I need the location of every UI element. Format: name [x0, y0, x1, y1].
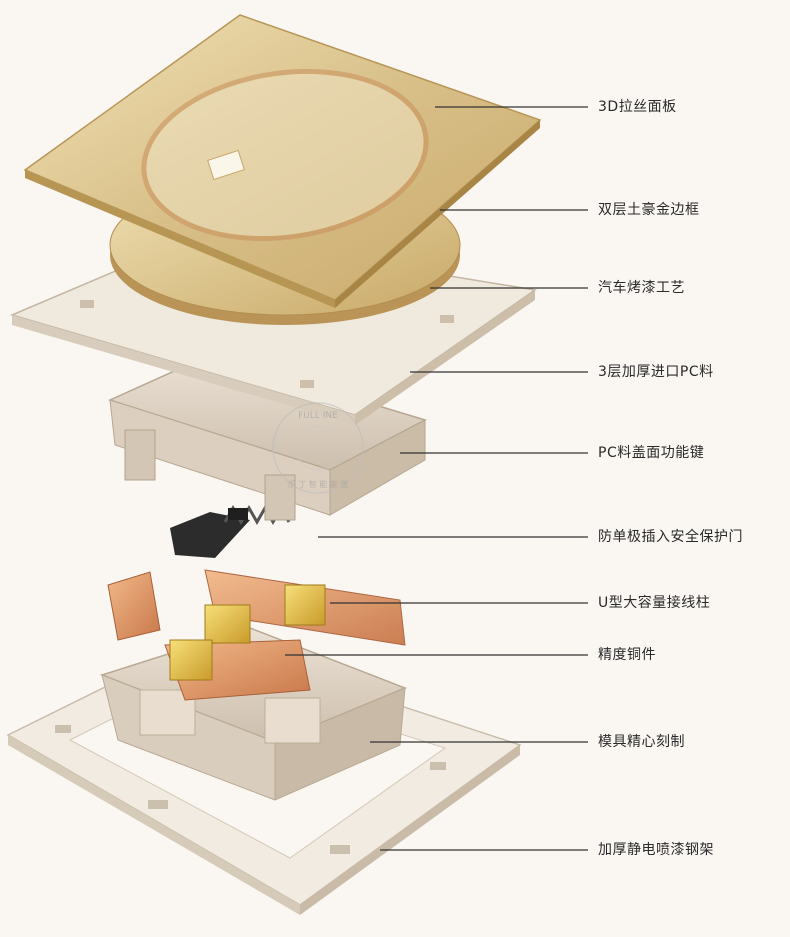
label-door: 防单极插入安全保护门: [598, 529, 743, 545]
label-paint: 汽车烤漆工艺: [598, 280, 685, 296]
label-mold: 模具精心刻制: [598, 734, 685, 750]
label-pc3: 3层加厚进口PC料: [598, 364, 714, 380]
label-post: U型大容量接线柱: [598, 595, 711, 611]
label-frame: 双层土豪金边框: [598, 202, 700, 218]
label-panel: 3D拉丝面板: [598, 99, 677, 115]
watermark-logo: FULL INE 乐 丁 智 能 家 居: [272, 402, 364, 494]
face-plate-layer: [23, 14, 542, 308]
label-cover: PC料盖面功能键: [598, 445, 705, 461]
pc-cover-layer: [107, 354, 427, 521]
label-copper: 精度铜件: [598, 647, 656, 663]
copper-parts-layer: [107, 569, 406, 701]
watermark-bottom-text: 乐 丁 智 能 家 居: [288, 479, 349, 489]
label-steel: 加厚静电喷漆钢架: [598, 842, 714, 858]
leader-lines: [285, 106, 588, 851]
watermark-top-text: FULL INE: [298, 411, 338, 421]
